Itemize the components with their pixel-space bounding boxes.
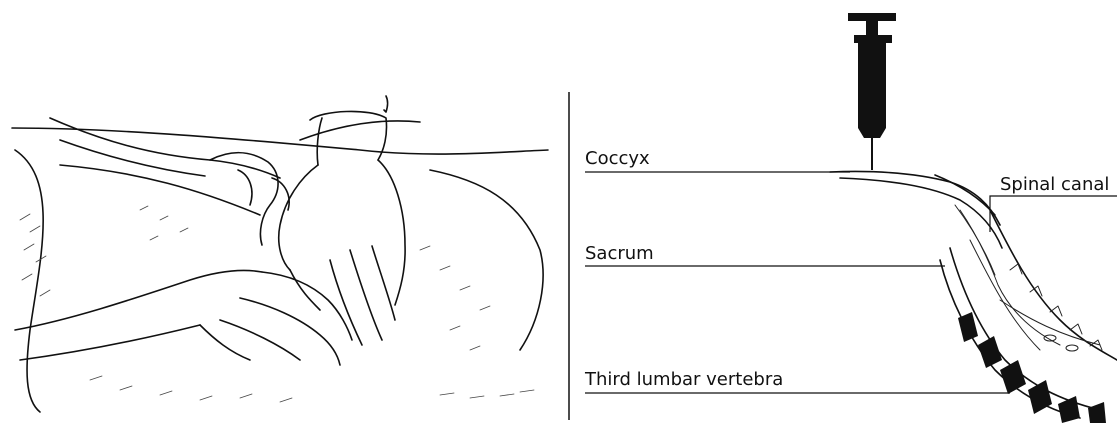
label-coccyx: Coccyx: [585, 148, 650, 169]
label-sacrum: Sacrum: [585, 243, 654, 264]
label-third-lumbar-vertebra: Third lumbar vertebra: [584, 369, 783, 390]
label-spinal-canal: Spinal canal: [1000, 174, 1109, 195]
spine-illustration: [830, 171, 1117, 423]
hands-illustration: [12, 96, 548, 412]
syringe-icon: [848, 13, 896, 170]
spinal-canal-leader: [990, 196, 1117, 232]
